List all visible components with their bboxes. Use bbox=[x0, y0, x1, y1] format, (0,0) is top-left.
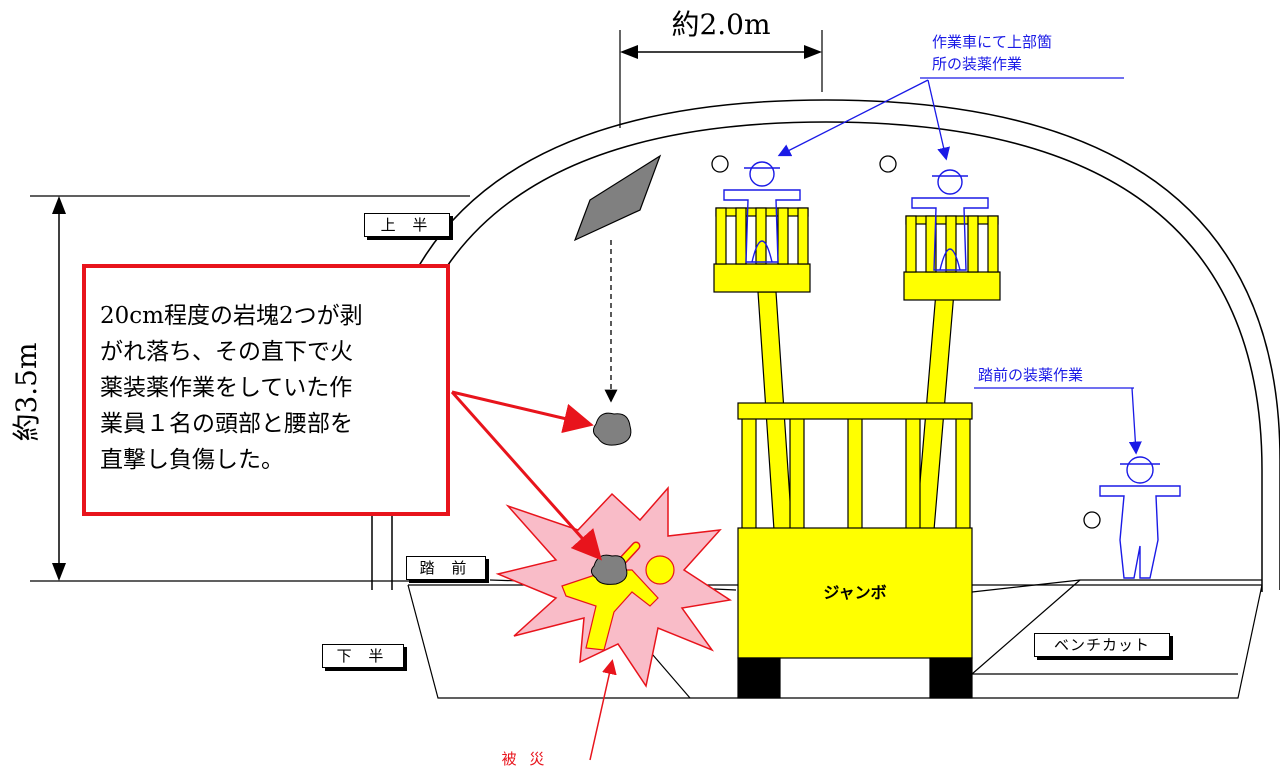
incident-callout: 20cm程度の岩塊2つが剥 がれ落ち、その直下で火 薬装薬作業をしていた作 業員… bbox=[82, 264, 450, 516]
rock-slab bbox=[573, 154, 662, 242]
callout-arrow-rock bbox=[451, 390, 594, 434]
lower-half-label: 下 半 bbox=[322, 644, 404, 668]
incident-arrow bbox=[589, 659, 617, 761]
dimension-width bbox=[619, 30, 823, 128]
note-arrow-bench bbox=[1128, 387, 1142, 455]
rock-chunk-impact bbox=[590, 554, 628, 585]
worker-left-basket bbox=[723, 161, 801, 263]
worker-right-basket bbox=[911, 169, 989, 271]
incident-label: 被 災 bbox=[502, 750, 549, 768]
upper-work-note-line: 作業車にて上部箇 bbox=[932, 33, 1053, 51]
upper-work-note: 作業車にて上部箇 所の装薬作業 bbox=[932, 31, 1052, 75]
note-arrow-right-basket bbox=[927, 79, 950, 161]
callout-line: 直撃し負傷した。 bbox=[100, 447, 284, 473]
upper-work-note-line: 所の装薬作業 bbox=[932, 55, 1023, 73]
bench-label: 踏 前 bbox=[406, 556, 486, 580]
jumbo-machine bbox=[713, 207, 1001, 699]
bench-cut-label: ベンチカット bbox=[1034, 633, 1170, 657]
height-dimension-label: 約3.5m bbox=[10, 342, 43, 441]
callout-arrow-worker bbox=[450, 391, 602, 561]
tunnel-outer-arch bbox=[371, 99, 1280, 590]
width-dimension-label: 約2.0m bbox=[671, 8, 770, 41]
rock-chunk-falling bbox=[592, 412, 632, 446]
drill-holes bbox=[711, 155, 1101, 529]
callout-line: 薬装薬作業をしていた作 bbox=[100, 375, 353, 401]
worker-bench bbox=[1099, 456, 1181, 579]
callout-line: 20cm程度の岩塊2つが剥 bbox=[100, 303, 363, 329]
jumbo-label: ジャンボ bbox=[823, 583, 886, 602]
note-arrow-left-basket bbox=[777, 79, 929, 157]
callout-line: 業員１名の頭部と腰部を bbox=[100, 411, 353, 437]
bench-work-note: 踏前の装薬作業 bbox=[978, 366, 1084, 384]
upper-half-label: 上 半 bbox=[364, 213, 450, 237]
callout-line: がれ落ち、その直下で火 bbox=[100, 339, 353, 365]
dimension-height bbox=[30, 195, 470, 582]
